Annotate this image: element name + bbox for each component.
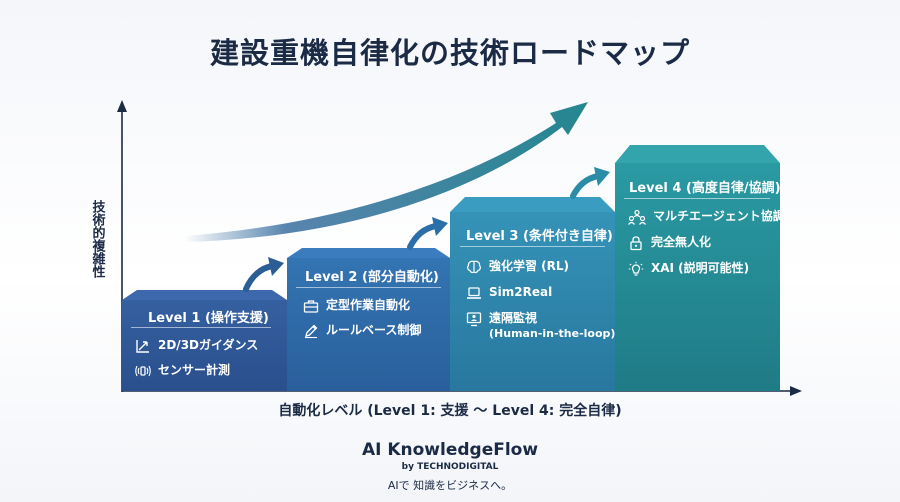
level-2-feature-1: 定型作業自動化 (303, 297, 410, 314)
level-2-feature-2-label: ルールベース制御 (326, 323, 422, 337)
page-title: 建設重機自律化の技術ロードマップ (209, 36, 690, 70)
y-axis-arrowhead (117, 100, 127, 112)
level-2-feature-2: ルールベース制御 (303, 322, 421, 339)
step-2-top (287, 248, 450, 258)
level-1-title: Level 1 (操作支援) (148, 311, 269, 326)
x-axis-label: 自動化レベル (Level 1: 支援 〜 Level 4: 完全自律) (278, 403, 622, 419)
step-1-top (122, 290, 287, 300)
level-4-title: Level 4 (高度自律/協調) (629, 181, 781, 196)
brain-icon (467, 260, 481, 274)
level-3-feature-1-label: 強化学習 (RL) (489, 259, 570, 273)
level-3-feature-3-sublabel: (Human-in-the-loop) (489, 327, 616, 340)
monitor-person-icon (466, 312, 482, 327)
level-2-divider (296, 287, 441, 288)
level-4-divider (624, 198, 770, 199)
brand-byline: by TECHNODIGITAL (401, 462, 499, 472)
level-3-feature-1: 強化学習 (RL) (466, 258, 569, 275)
level-3-feature-2: Sim2Real (466, 284, 552, 301)
laptop-icon (467, 287, 481, 299)
level-4-feature-3-label: XAI (説明可能性) (651, 261, 750, 275)
brand-tagline: AIで 知識をビジネスへ。 (387, 479, 513, 492)
level-3-feature-3-label: 遠隔監視 (489, 311, 538, 325)
pencil-icon (305, 324, 318, 339)
step-4-block (615, 163, 780, 391)
briefcase-icon (303, 300, 319, 313)
level-3-title: Level 3 (条件付き自律) (466, 229, 613, 244)
lock-icon (630, 236, 642, 251)
level-4-feature-1: マルチエージェント協調 (628, 208, 785, 225)
level-1-divider (131, 327, 271, 328)
step-2-block (287, 258, 450, 391)
level-3-feature-3: 遠隔監視 (Human-in-the-loop) (466, 310, 615, 342)
level-3-feature-2-label: Sim2Real (489, 285, 553, 299)
lightbulb-icon (628, 261, 644, 276)
level-1-feature-2: センサー計測 (135, 362, 230, 379)
connector-arrow-1 (243, 257, 284, 292)
level-4-feature-3: XAI (説明可能性) (628, 260, 749, 277)
sensor-signal-icon (135, 365, 151, 377)
step-3-top (450, 197, 615, 212)
level-2-feature-1-label: 定型作業自動化 (326, 298, 411, 312)
level-1-feature-2-label: センサー計測 (158, 363, 231, 377)
level-1-feature-1: 2D/3Dガイダンス (135, 337, 258, 354)
step-3-block (450, 212, 615, 391)
connector-arrow-2 (407, 217, 448, 250)
level-4-feature-2: 完全無人化 (628, 234, 711, 251)
level-1-feature-1-label: 2D/3Dガイダンス (158, 338, 259, 352)
level-4-feature-1-label: マルチエージェント協調 (653, 209, 785, 223)
multi-agent-icon (628, 209, 646, 225)
level-4-feature-2-label: 完全無人化 (651, 235, 712, 249)
brand-name: AI KnowledgeFlow (361, 440, 539, 460)
x-axis-arrowhead (790, 386, 802, 396)
connector-arrow-3 (570, 167, 610, 199)
step-4-top (615, 145, 780, 163)
diagonal-axes-icon (136, 340, 149, 353)
y-axis-label: 技術的複雑性 (89, 200, 105, 278)
level-3-divider (460, 246, 605, 247)
level-2-title: Level 2 (部分自動化) (305, 270, 439, 285)
